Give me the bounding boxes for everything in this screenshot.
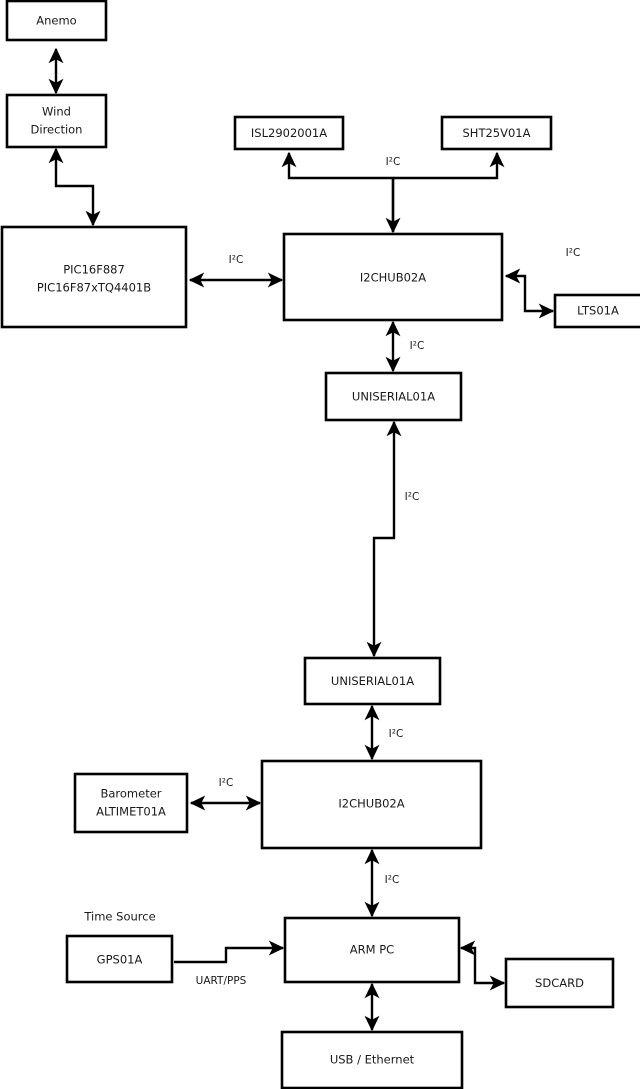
edge-uniserial-upper-lower — [366, 420, 402, 658]
node-uniserial01a-lower-box[interactable] — [303, 656, 442, 706]
node-gps01a-box[interactable] — [65, 934, 174, 984]
node-lts01a-label: LTS01A — [577, 304, 619, 318]
node-uniserial01a-lower[interactable]: UNISERIAL01A — [303, 656, 442, 706]
edge-gps-armpc — [174, 940, 285, 964]
edge-layer: I²C I²C I²C I²C I²C I²C I²C I²C UART/PPS — [48, 47, 581, 1032]
edge-i2chub-top-sht — [393, 151, 505, 180]
node-isl2902001a[interactable]: ISL2902001A — [233, 115, 345, 151]
node-i2chub02a-top-box[interactable] — [282, 232, 504, 322]
node-uniserial01a-lower-label: UNISERIAL01A — [331, 674, 414, 688]
node-sht25v01a-box[interactable] — [440, 115, 553, 151]
node-isl2902001a-box[interactable] — [233, 115, 345, 151]
node-wind-direction[interactable]: Wind Direction — [5, 93, 108, 149]
node-uniserial01a-upper-label: UNISERIAL01A — [352, 390, 435, 404]
edge-label-hub-lts: I²C — [566, 247, 581, 259]
node-wind-direction-label-line1: Wind — [42, 105, 71, 119]
node-i2chub02a-bottom-label: I2CHUB02A — [338, 797, 404, 811]
node-barometer-label-line2: ALTIMET01A — [96, 805, 166, 819]
node-usb-ethernet-box[interactable] — [280, 1030, 464, 1089]
node-sdcard-label: SDCARD — [535, 976, 584, 990]
edge-i2chub-top-lts — [504, 268, 555, 319]
edge-label-hub-armpc: I²C — [385, 874, 400, 886]
node-barometer[interactable]: Barometer ALTIMET01A — [73, 772, 189, 834]
node-sdcard-box[interactable] — [504, 957, 615, 1009]
edge-label-pic-hub: I²C — [229, 254, 244, 266]
node-arm-pc-box[interactable] — [283, 916, 461, 984]
node-arm-pc[interactable]: ARM PC — [283, 916, 461, 984]
edge-label-uniserial-link: I²C — [405, 491, 420, 503]
node-pic-label-line1: PIC16F887 — [63, 263, 125, 277]
edge-label-gps-armpc: UART/PPS — [196, 975, 247, 987]
node-gps01a-label: GPS01A — [97, 953, 143, 967]
node-usb-ethernet[interactable]: USB / Ethernet — [280, 1030, 464, 1089]
node-anemo-box[interactable] — [5, 0, 108, 42]
node-uniserial01a-upper-box[interactable] — [324, 371, 463, 422]
node-uniserial01a-upper[interactable]: UNISERIAL01A — [324, 371, 463, 422]
node-anemo[interactable]: Anemo — [5, 0, 108, 42]
node-pic-box[interactable] — [0, 225, 188, 329]
edge-i2chub-top-isl — [281, 151, 395, 232]
edge-label-hub-uniserial-upper: I²C — [410, 340, 425, 352]
node-pic-microcontroller[interactable]: PIC16F887 PIC16F87xTQ4401B — [0, 225, 188, 329]
node-isl2902001a-label: ISL2902001A — [251, 126, 327, 140]
edge-label-hub-sensors: I²C — [386, 156, 401, 168]
node-sht25v01a[interactable]: SHT25V01A — [440, 115, 553, 151]
node-barometer-box[interactable] — [73, 772, 189, 834]
edge-wind-direction-pic — [48, 147, 101, 227]
node-usb-ethernet-label: USB / Ethernet — [330, 1053, 415, 1067]
edge-label-uniserial-hub-bottom: I²C — [389, 728, 404, 740]
edge-label-barometer-hub: I²C — [219, 777, 234, 789]
node-lts01a[interactable]: LTS01A — [553, 293, 640, 329]
node-i2chub02a-top[interactable]: I2CHUB02A — [282, 232, 504, 322]
edge-armpc-sdcard — [459, 940, 506, 991]
node-lts01a-box[interactable] — [553, 293, 640, 329]
node-sdcard[interactable]: SDCARD — [504, 957, 615, 1009]
node-wind-direction-box[interactable] — [5, 93, 108, 149]
node-gps01a[interactable]: GPS01A — [65, 934, 174, 984]
node-i2chub02a-bottom-box[interactable] — [260, 759, 483, 850]
node-pic-label-line2: PIC16F87xTQ4401B — [37, 281, 151, 295]
node-sht25v01a-label: SHT25V01A — [463, 126, 531, 140]
node-i2chub02a-top-label: I2CHUB02A — [360, 271, 426, 285]
label-time-source: Time Source — [83, 910, 155, 924]
node-wind-direction-label-line2: Direction — [31, 123, 83, 137]
node-i2chub02a-bottom[interactable]: I2CHUB02A — [260, 759, 483, 850]
node-barometer-label-line1: Barometer — [100, 787, 161, 801]
node-anemo-label: Anemo — [36, 14, 76, 28]
node-arm-pc-label: ARM PC — [350, 943, 394, 957]
